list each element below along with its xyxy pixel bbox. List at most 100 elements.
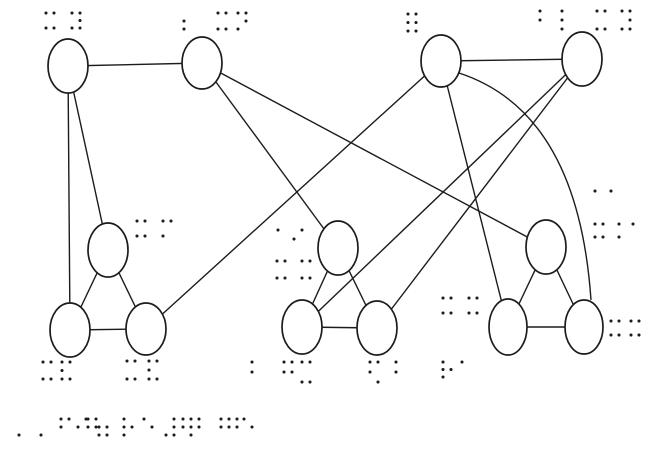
braille-dot bbox=[601, 235, 605, 239]
braille-dot bbox=[475, 296, 479, 300]
braille-dot bbox=[44, 11, 48, 15]
graph-edge-n3-n12 bbox=[440, 60, 509, 328]
graph-node-n12 bbox=[488, 298, 528, 356]
braille-dot bbox=[601, 222, 605, 226]
braille-dot bbox=[603, 9, 607, 13]
braille-dot bbox=[593, 222, 597, 226]
braille-dot bbox=[143, 219, 147, 223]
braille-dot bbox=[78, 11, 82, 15]
braille-dot bbox=[169, 219, 173, 223]
braille-dot bbox=[147, 377, 151, 381]
graph-edge-n4-n10 bbox=[376, 58, 583, 329]
braille-dot bbox=[172, 425, 176, 429]
braille-dot bbox=[628, 18, 632, 22]
braille-dot bbox=[275, 276, 279, 280]
braille-dot bbox=[449, 296, 453, 300]
braille-dot bbox=[60, 360, 64, 364]
graph-node-n3 bbox=[420, 34, 462, 88]
braille-dot bbox=[300, 360, 304, 364]
braille-label-n12-side-label bbox=[441, 296, 479, 315]
braille-dot bbox=[300, 276, 304, 280]
braille-dot bbox=[300, 259, 304, 263]
braille-dot bbox=[161, 234, 165, 238]
braille-label-n12-below-label bbox=[441, 360, 464, 379]
braille-dot bbox=[227, 417, 231, 421]
braille-dot bbox=[244, 19, 248, 23]
graph-edge-n1-n2 bbox=[67, 62, 203, 67]
braille-dot bbox=[593, 235, 597, 239]
braille-dot bbox=[467, 311, 471, 315]
braille-dot bbox=[414, 29, 418, 33]
braille-dot bbox=[441, 360, 445, 364]
braille-dot bbox=[216, 27, 220, 31]
braille-dot bbox=[39, 433, 43, 437]
braille-dot bbox=[250, 425, 254, 429]
braille-dot bbox=[224, 27, 228, 31]
braille-dot bbox=[135, 234, 139, 238]
braille-dot bbox=[94, 425, 98, 429]
braille-dot bbox=[300, 228, 304, 232]
braille-dot bbox=[97, 425, 101, 429]
braille-dot bbox=[76, 425, 80, 429]
braille-dot bbox=[67, 417, 71, 421]
braille-dot bbox=[133, 359, 137, 363]
braille-dot bbox=[406, 12, 410, 16]
braille-dot bbox=[290, 360, 294, 364]
braille-dot bbox=[105, 433, 109, 437]
braille-dot bbox=[376, 360, 380, 364]
braille-dot bbox=[181, 417, 185, 421]
braille-dot bbox=[628, 27, 632, 31]
braille-dot bbox=[283, 276, 287, 280]
braille-dot bbox=[414, 20, 418, 25]
braille-dot bbox=[593, 189, 597, 193]
braille-dot bbox=[250, 370, 254, 374]
braille-dot bbox=[282, 360, 286, 364]
graph-edge-n3-n13 bbox=[458, 72, 592, 301]
braille-label-n4-label-right bbox=[595, 9, 632, 31]
graph-edge-n2-n11 bbox=[201, 62, 547, 248]
braille-dot bbox=[637, 333, 641, 337]
graph-edge-n1-n5 bbox=[67, 65, 109, 251]
graph-edge-n4-n9 bbox=[301, 58, 583, 328]
braille-dot bbox=[155, 359, 159, 363]
braille-dot bbox=[244, 11, 248, 15]
braille-label-n3-label bbox=[406, 12, 418, 33]
braille-dot bbox=[467, 296, 471, 300]
graph-edge-n1-n6 bbox=[67, 65, 71, 331]
braille-dot bbox=[143, 234, 147, 238]
braille-dot bbox=[155, 377, 159, 381]
braille-dot bbox=[609, 189, 613, 193]
braille-dot bbox=[441, 296, 445, 300]
braille-dot bbox=[560, 18, 564, 22]
braille-dot bbox=[609, 333, 613, 337]
braille-dot bbox=[617, 235, 621, 239]
braille-dot bbox=[276, 228, 280, 232]
braille-dot bbox=[97, 433, 101, 437]
braille-dot bbox=[441, 367, 445, 372]
braille-dot bbox=[147, 368, 151, 372]
braille-dot bbox=[164, 433, 168, 437]
braille-dot bbox=[125, 377, 129, 381]
braille-dot bbox=[275, 259, 279, 263]
braille-dot bbox=[475, 311, 479, 315]
graph-node-n1 bbox=[47, 38, 89, 94]
braille-label-n2-label bbox=[182, 11, 248, 31]
braille-dot bbox=[609, 319, 613, 323]
braille-dot bbox=[538, 18, 542, 22]
braille-dot bbox=[538, 9, 542, 13]
braille-dot bbox=[235, 417, 239, 421]
braille-dot bbox=[219, 417, 223, 421]
braille-label-n13-label bbox=[609, 319, 641, 337]
braille-dot bbox=[197, 417, 201, 421]
braille-dot bbox=[133, 377, 137, 381]
braille-dot bbox=[308, 380, 312, 384]
braille-dot bbox=[172, 417, 176, 421]
braille-dot bbox=[441, 311, 445, 315]
braille-dot bbox=[17, 433, 21, 437]
graph-node-n8 bbox=[317, 220, 359, 276]
braille-dot bbox=[182, 19, 186, 23]
graph-node-n10 bbox=[356, 300, 398, 356]
braille-dot bbox=[59, 417, 63, 421]
braille-dot bbox=[181, 425, 185, 429]
